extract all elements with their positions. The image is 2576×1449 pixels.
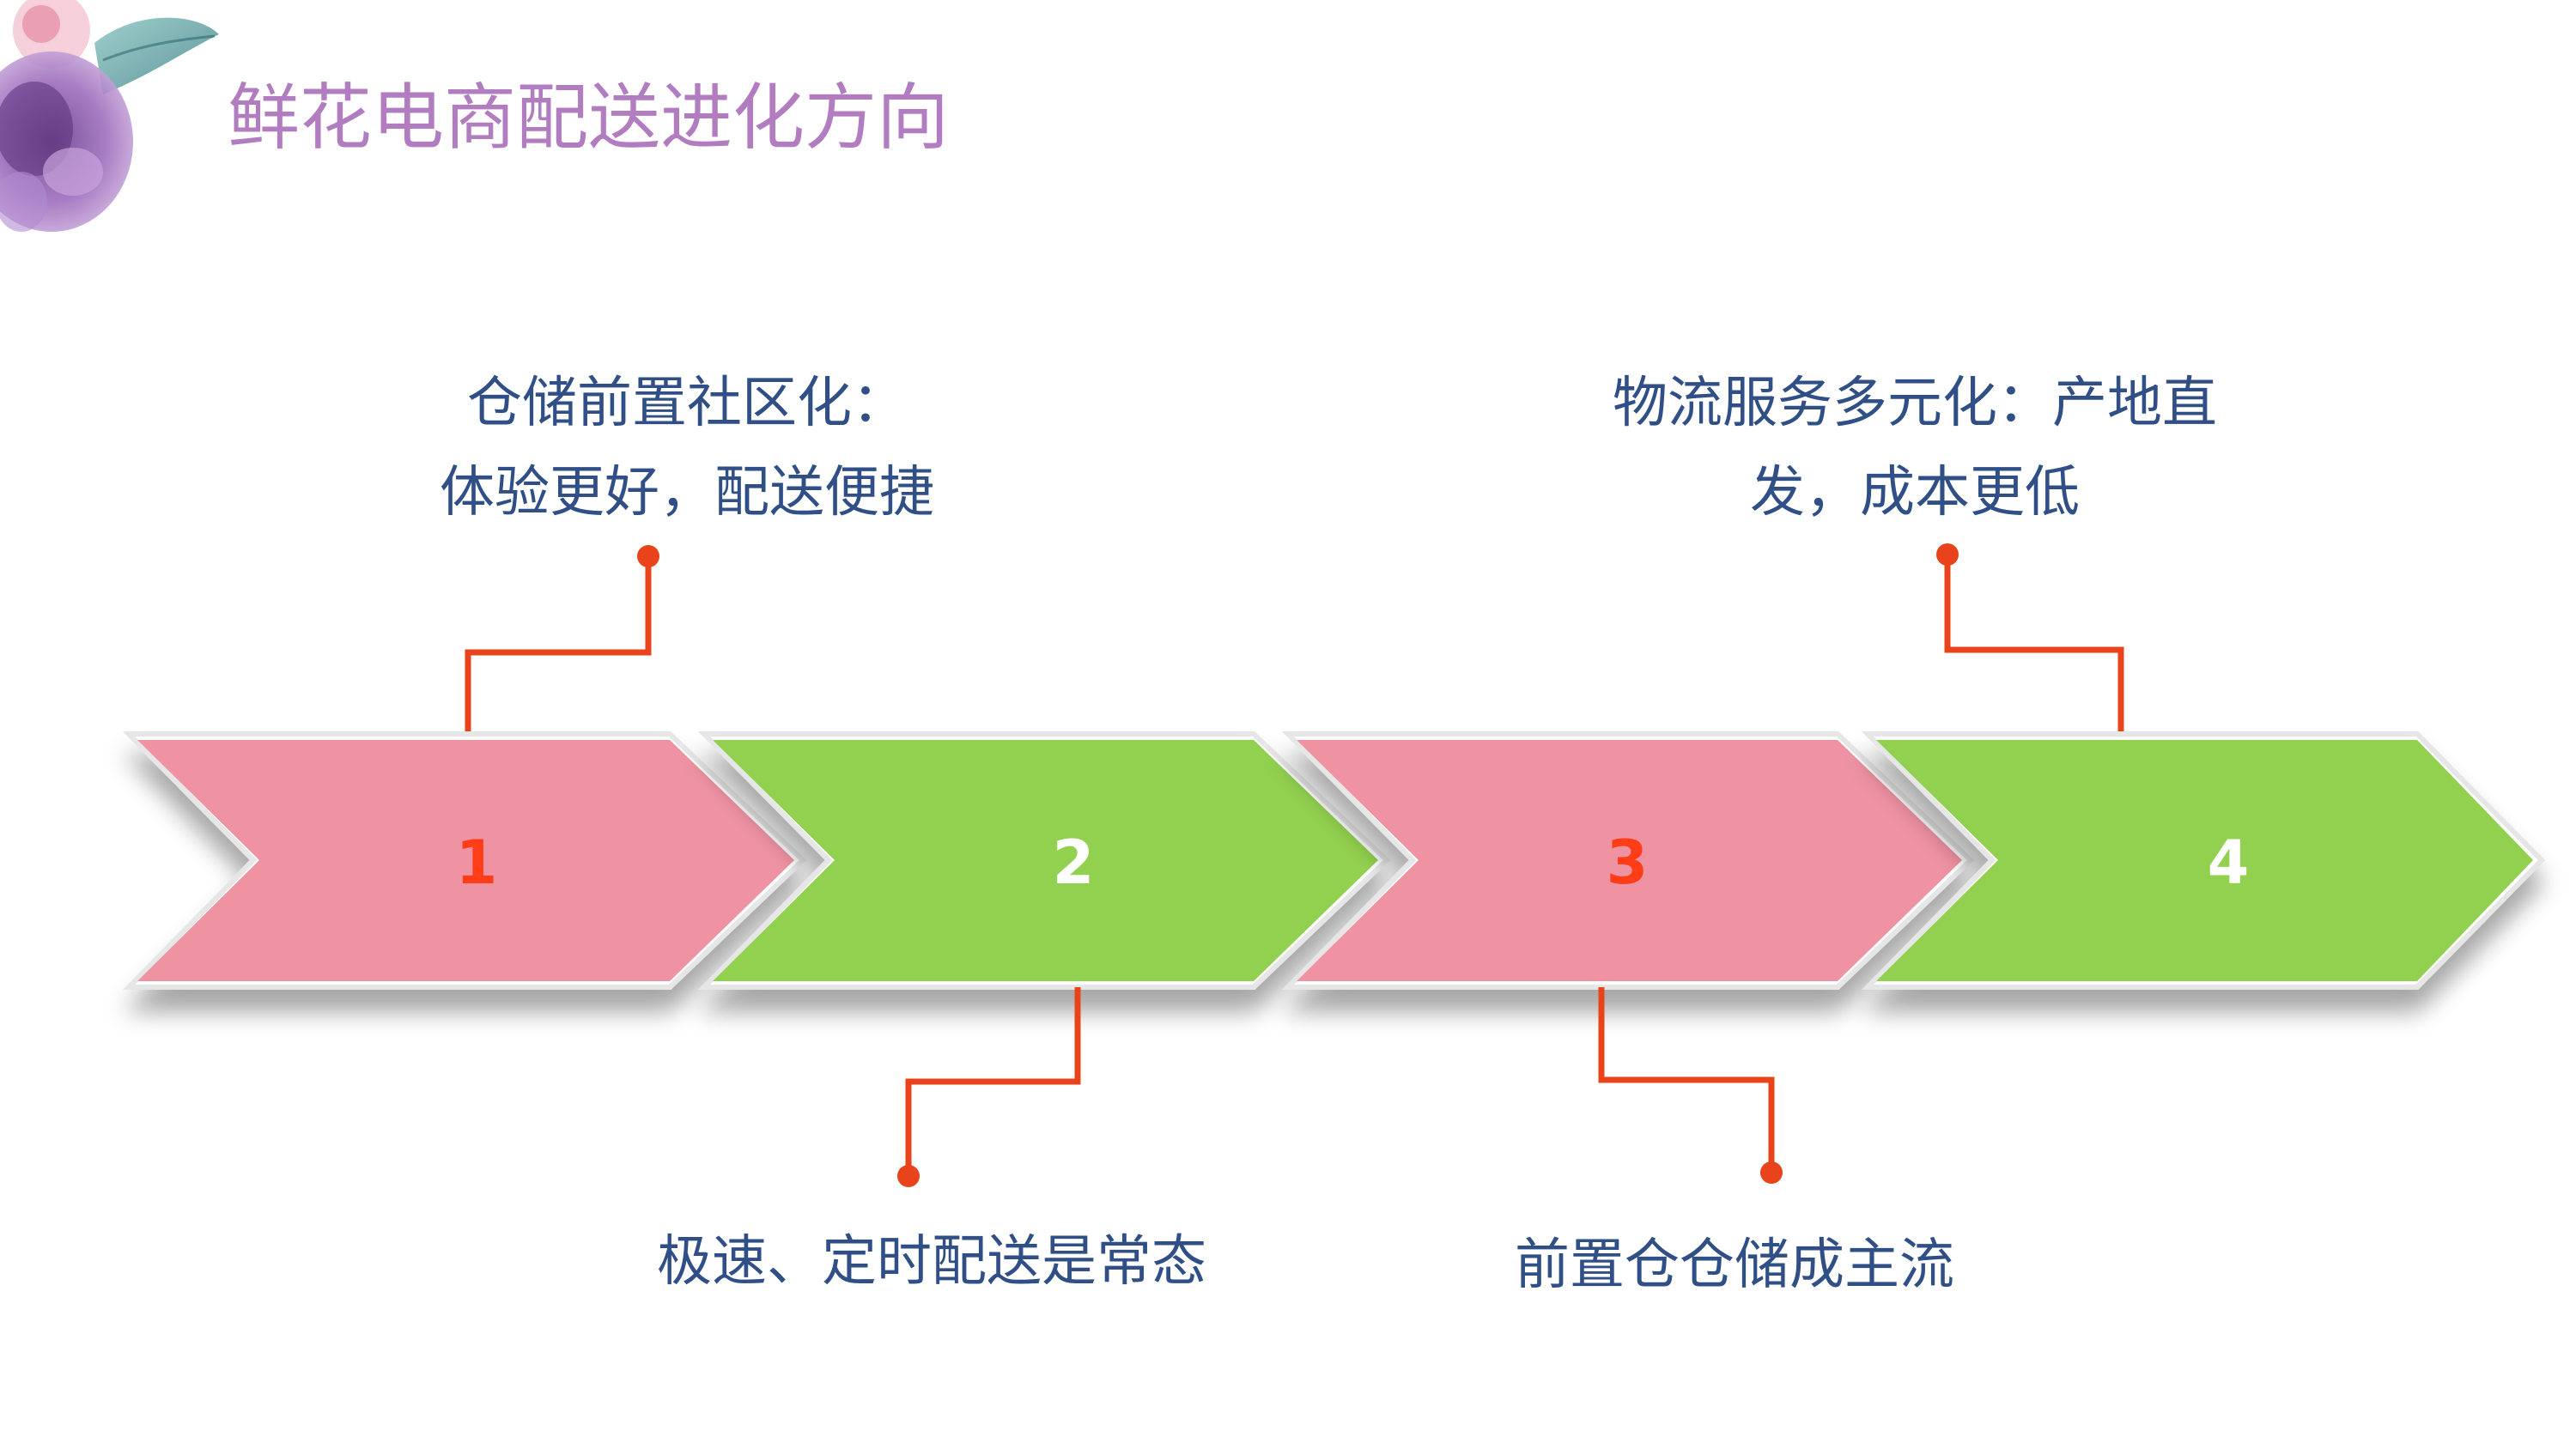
step-3-caption: 前置仓仓储成主流 [1391,1221,2078,1310]
step-1-caption-line1: 仓储前置社区化： [467,372,907,435]
step-3-caption-line1: 前置仓仓储成主流 [1515,1234,1954,1297]
step-2-number: 2 [1052,828,1095,898]
step-4-caption-line2: 发，成本更低 [1750,461,2080,524]
step-1-chevron [122,731,807,990]
connector-step-3 [1598,987,1783,1184]
step-4-number: 4 [2207,828,2250,898]
connector-step-4 [1936,543,2124,731]
connector-step-1 [465,545,659,731]
step-3-number: 3 [1606,828,1649,898]
step-1-caption: 仓储前置社区化： 体验更好，配送便捷 [343,359,1030,537]
step-2-caption: 极速、定时配送是常态 [588,1217,1275,1307]
step-1-number: 1 [455,828,498,898]
step-3-chevron [1281,731,1975,990]
flower-decoration-icon [0,0,219,232]
page-title: 鲜花电商配送进化方向 [228,76,950,160]
step-4-chevron [1861,731,2546,990]
step-2-chevron [697,731,1391,990]
connector-step-2 [897,987,1081,1187]
step-4-caption-line1: 物流服务多元化：产地直 [1613,372,2217,435]
step-1-caption-line2: 体验更好，配送便捷 [440,461,934,524]
step-4-caption: 物流服务多元化：产地直 发，成本更低 [1528,359,2301,537]
step-2-caption-line1: 极速、定时配送是常态 [657,1230,1206,1294]
